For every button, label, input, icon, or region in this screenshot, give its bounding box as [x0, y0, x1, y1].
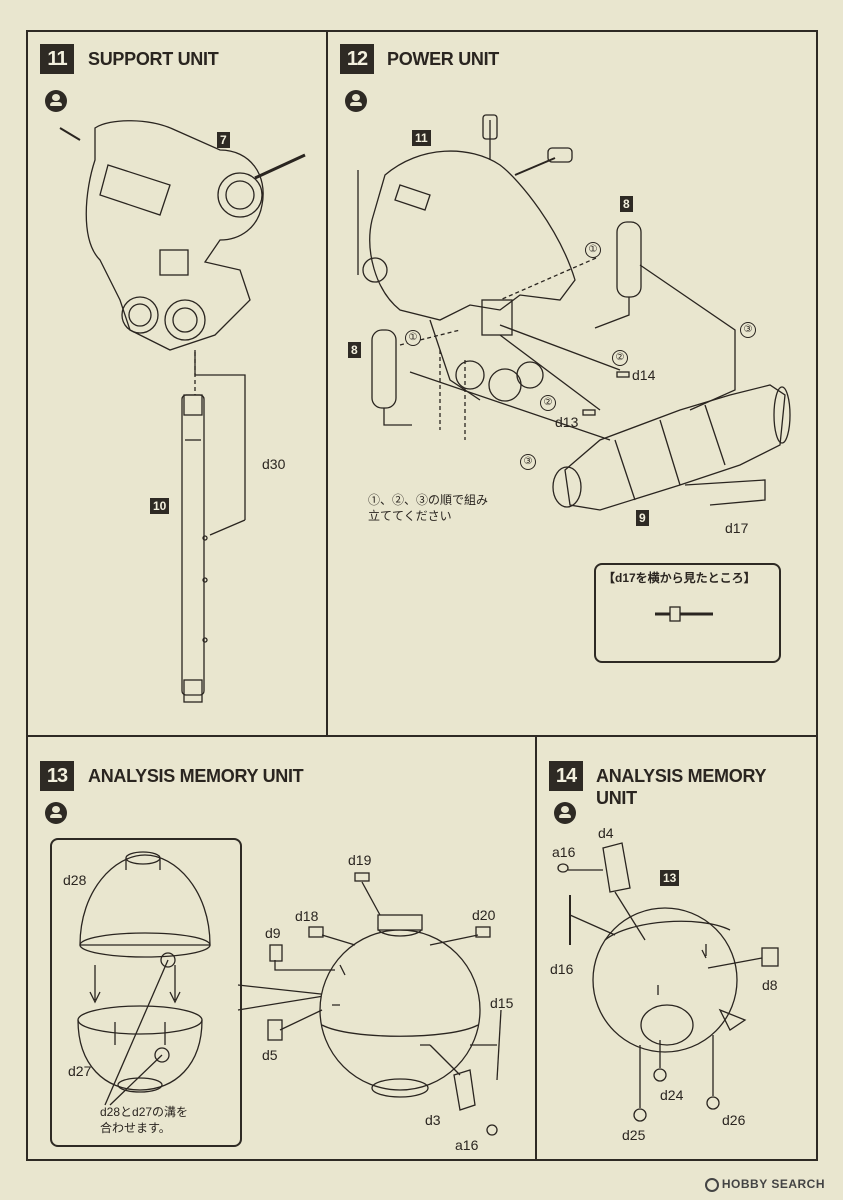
part-label-d16: d16 [550, 961, 574, 977]
glue-icon [554, 802, 576, 824]
step-14-title-line-1: ANALYSIS MEMORY [596, 766, 767, 786]
part-label-d25: d25 [622, 1127, 646, 1143]
part-label-d8: d8 [762, 977, 778, 993]
part-label-d20: d20 [472, 907, 496, 923]
glue-icon [45, 802, 67, 824]
part-label-d19: d19 [348, 852, 372, 868]
part-ref-9: 9 [636, 510, 649, 526]
note-line-1: d28とd27の溝を [100, 1105, 189, 1119]
part-label-d14: d14 [632, 367, 656, 383]
note-line-2: 合わせます。 [100, 1121, 171, 1135]
inset-title: 【d17を横から見たところ】 [603, 571, 756, 585]
step-14-title: ANALYSIS MEMORY UNIT [596, 765, 767, 809]
step-13-number: 13 [40, 761, 74, 791]
watermark-text: HOBBY SEARCH [721, 1177, 825, 1192]
assembly-order-note: ①、②、③の順で組み 立ててください [368, 492, 488, 524]
step-order-1: ① [585, 242, 601, 258]
part-label-d24: d24 [660, 1087, 684, 1103]
part-label-a16: a16 [455, 1137, 479, 1153]
step-13-title: ANALYSIS MEMORY UNIT [88, 766, 304, 786]
step-order-2: ② [540, 395, 556, 411]
note-line-2: 立ててください [368, 509, 452, 523]
step-11-number: 11 [40, 44, 74, 74]
groove-note: d28とd27の溝を 合わせます。 [100, 1104, 188, 1136]
step-12-number: 12 [340, 44, 374, 74]
glue-icon [345, 90, 367, 112]
watermark: HOBBY SEARCH [704, 1177, 825, 1192]
part-label-d15: d15 [490, 995, 514, 1011]
step-11-title: SUPPORT UNIT [88, 49, 219, 69]
part-label-d5: d5 [262, 1047, 278, 1063]
part-label-a16: a16 [552, 844, 576, 860]
d17-side-view-inset [594, 563, 781, 663]
part-ref-10: 10 [150, 498, 170, 514]
step-12-title: POWER UNIT [387, 49, 499, 69]
part-label-d4: d4 [598, 825, 614, 841]
note-line-1: ①、②、③の順で組み [368, 493, 489, 507]
step-14-panel [535, 735, 818, 1161]
part-label-d26: d26 [722, 1112, 746, 1128]
step-order-3: ③ [740, 322, 756, 338]
step-14-number: 14 [549, 761, 583, 791]
watermark-logo-icon [704, 1178, 719, 1192]
part-label-d30: d30 [262, 456, 286, 472]
step-order-3: ③ [520, 454, 536, 470]
step-order-1: ① [405, 330, 421, 346]
part-ref-11: 11 [412, 130, 431, 146]
part-label-d27: d27 [68, 1063, 92, 1079]
part-label-d3: d3 [425, 1112, 441, 1128]
part-label-d13: d13 [555, 414, 579, 430]
step-order-2: ② [612, 350, 628, 366]
part-ref-8: 8 [348, 342, 361, 358]
part-ref-13: 13 [660, 870, 680, 886]
part-ref-8: 8 [620, 196, 633, 212]
glue-icon [45, 90, 67, 112]
part-ref-7: 7 [217, 132, 230, 148]
groove-alignment-inset [50, 838, 242, 1147]
part-label-d28: d28 [63, 872, 87, 888]
part-label-d9: d9 [265, 925, 281, 941]
part-label-d18: d18 [295, 908, 319, 924]
step-14-title-line-2: UNIT [596, 788, 637, 808]
part-label-d17: d17 [725, 520, 749, 536]
